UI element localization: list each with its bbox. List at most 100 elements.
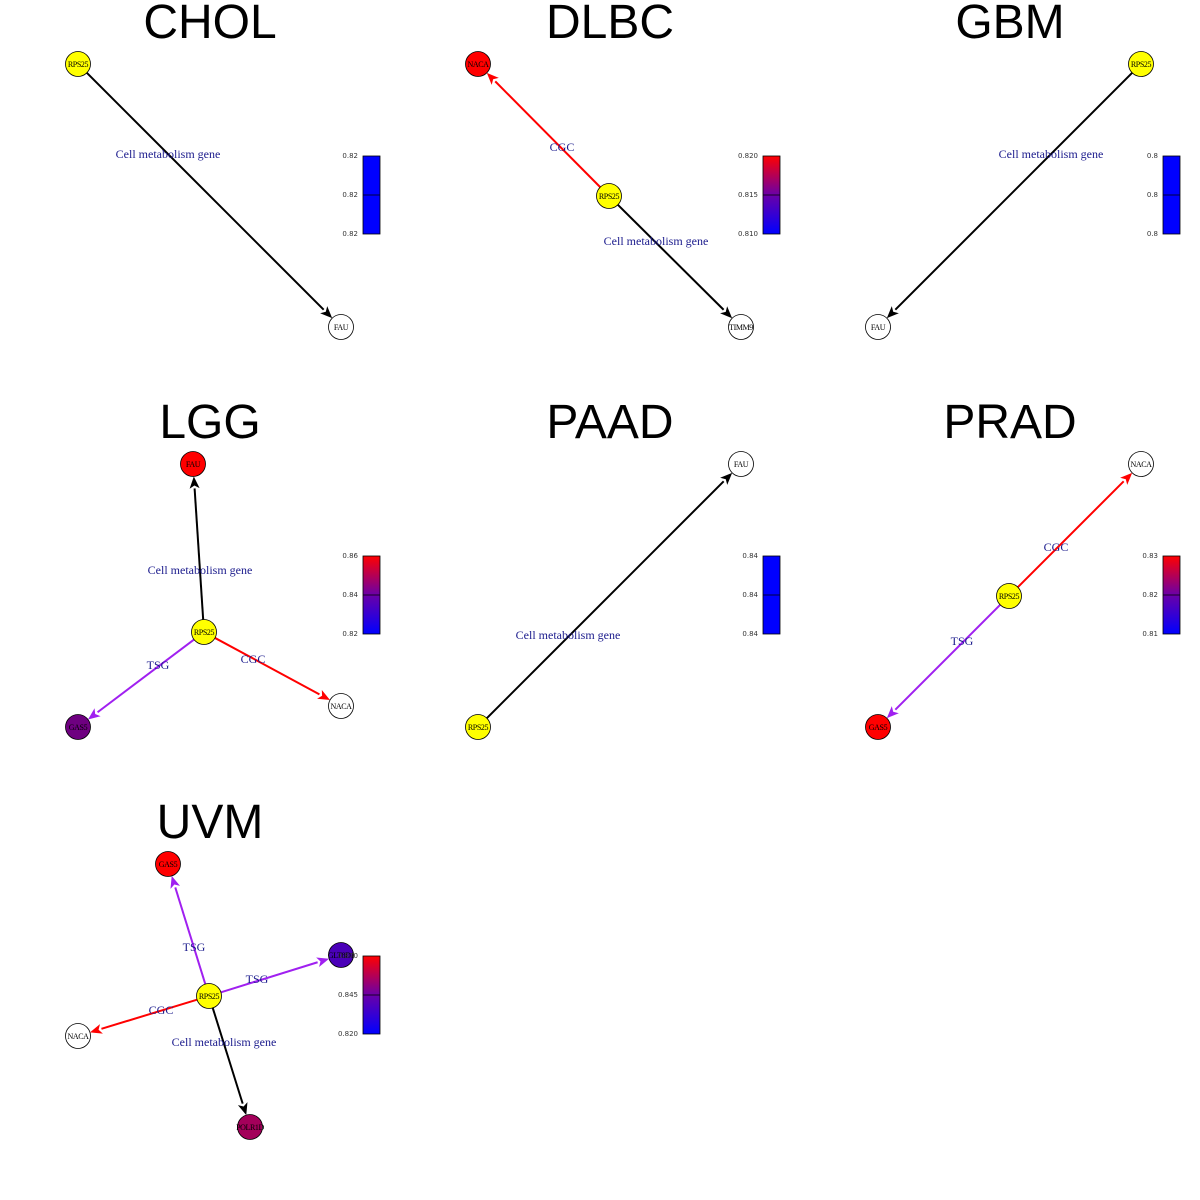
node-rps25[interactable]: RPS25: [996, 583, 1022, 609]
edge-label: TSG: [147, 658, 170, 672]
node-rps25[interactable]: RPS25: [1128, 51, 1154, 77]
node-label: RPS25: [68, 60, 89, 69]
edge-rps25-gas5: [96, 638, 195, 714]
node-fau[interactable]: FAU: [328, 314, 354, 340]
node-circle: [237, 1114, 263, 1140]
colorbar-tick-label: 0.870: [338, 952, 358, 960]
node-label: GAS5: [869, 723, 888, 732]
colorbar-tick-label: 0.810: [738, 230, 758, 238]
node-label: RPS25: [194, 628, 215, 637]
node-circle: [328, 693, 354, 719]
edge-rps25-naca: [494, 80, 601, 188]
colorbar: 0.80.80.8: [1147, 152, 1181, 238]
node-circle: [65, 714, 91, 740]
colorbar-tick-label: 0.820: [338, 1030, 358, 1038]
arrowhead-icon: [87, 708, 101, 720]
colorbar: 0.870 0.845 0.820: [338, 952, 381, 1038]
node-timm9[interactable]: TIMM9: [728, 314, 754, 340]
panel-title: PRAD: [943, 396, 1076, 449]
colorbar: 0.860.840.82: [342, 552, 381, 638]
panel-paad: PAAD FAU RPS25 Cell metabolism gene 0.84 0.84…: [465, 396, 781, 740]
node-gas5[interactable]: GAS5: [155, 851, 181, 877]
arrowhead-icon: [316, 957, 330, 968]
colorbar-tick-label: 0.82: [342, 191, 358, 199]
node-gas5[interactable]: GAS5: [865, 714, 891, 740]
colorbar-tick-label: 0.820: [738, 152, 758, 160]
node-fau[interactable]: FAU: [180, 451, 206, 477]
edge-rps25-naca: [1017, 480, 1125, 588]
node-rps25[interactable]: RPS25: [596, 183, 622, 209]
node-rps25[interactable]: RPS25: [196, 983, 222, 1009]
node-label: FAU: [734, 460, 749, 469]
node-label: NACA: [1130, 460, 1152, 469]
node-circle: [865, 714, 891, 740]
node-label: NACA: [67, 1032, 89, 1041]
panel-uvm: UVMGAS5GLT8D1RPS25NACAPOLR1DTSGTSGCGCCel…: [65, 796, 381, 1140]
node-naca[interactable]: NACA: [1128, 451, 1154, 477]
node-rps25[interactable]: RPS25: [191, 619, 217, 645]
node-naca[interactable]: NACA: [65, 1023, 91, 1049]
edge-rps25-polr1d: [211, 1007, 244, 1104]
colorbar-tick-label: 0.815: [738, 191, 758, 199]
edge-label: TSG: [183, 940, 206, 954]
colorbar-tick-label: 0.84: [742, 591, 758, 599]
edge-rps25-gas5: [174, 887, 207, 985]
arrowhead-icon: [170, 875, 181, 889]
node-naca[interactable]: NACA: [328, 693, 354, 719]
colorbar-tick-label: 0.83: [1142, 552, 1158, 560]
colorbar-tick-label: 0.84: [742, 552, 758, 560]
node-fau[interactable]: FAU: [728, 451, 754, 477]
colorbar-tick-label: 0.8: [1147, 230, 1158, 238]
colorbar-tick-label: 0.82: [342, 152, 358, 160]
colorbar-tick-label: 0.82: [1142, 591, 1158, 599]
node-circle: [728, 451, 754, 477]
panel-title: DLBC: [546, 0, 674, 49]
arrowhead-icon: [486, 72, 499, 85]
node-circle: [465, 714, 491, 740]
node-label: GAS5: [159, 860, 178, 869]
arrowhead-icon: [720, 472, 733, 485]
panel-title: UVM: [157, 796, 264, 849]
arrowhead-icon: [317, 689, 331, 701]
edge-label: TSG: [951, 634, 974, 648]
edge-label: Cell metabolism gene: [516, 628, 621, 642]
colorbar: 0.820 0.815 0.810: [738, 152, 781, 238]
arrowhead-icon: [886, 306, 899, 319]
colorbar-tick-label: 0.845: [338, 991, 358, 999]
node-label: RPS25: [599, 192, 620, 201]
node-label: FAU: [334, 323, 349, 332]
edge-label: Cell metabolism gene: [604, 234, 709, 248]
edge-rps25-fau: [486, 480, 725, 719]
node-label: POLR1D: [236, 1123, 264, 1132]
arrowhead-icon: [720, 306, 733, 319]
arrowhead-icon: [189, 476, 200, 489]
node-glt8d1[interactable]: GLT8D1: [328, 942, 355, 968]
node-rps25[interactable]: RPS25: [65, 51, 91, 77]
node-gas5[interactable]: GAS5: [65, 714, 91, 740]
node-circle: [180, 451, 206, 477]
node-fau[interactable]: FAU: [865, 314, 891, 340]
node-circle: [65, 51, 91, 77]
edge-label: TSG: [246, 972, 269, 986]
edge-label: CGC: [550, 140, 575, 154]
edge-rps25-fau: [894, 72, 1133, 311]
node-label: RPS25: [1131, 60, 1152, 69]
edge-rps25-glt8d1: [220, 961, 318, 994]
panel-title: GBM: [955, 0, 1064, 49]
colorbar: 0.820.820.82: [342, 152, 381, 238]
colorbar-tick-label: 0.81: [1142, 630, 1158, 638]
colorbar: 0.840.840.84: [742, 552, 781, 638]
edge-rps25-fau: [86, 72, 325, 311]
node-circle: [728, 314, 754, 340]
panel-title: PAAD: [546, 396, 673, 449]
edge-rps25-naca: [101, 998, 198, 1030]
edge-label: Cell metabolism gene: [172, 1035, 277, 1049]
node-label: GAS5: [69, 723, 88, 732]
node-naca[interactable]: NACA: [465, 51, 491, 77]
node-rps25[interactable]: RPS25: [465, 714, 491, 740]
node-polr1d[interactable]: POLR1D: [236, 1114, 265, 1140]
